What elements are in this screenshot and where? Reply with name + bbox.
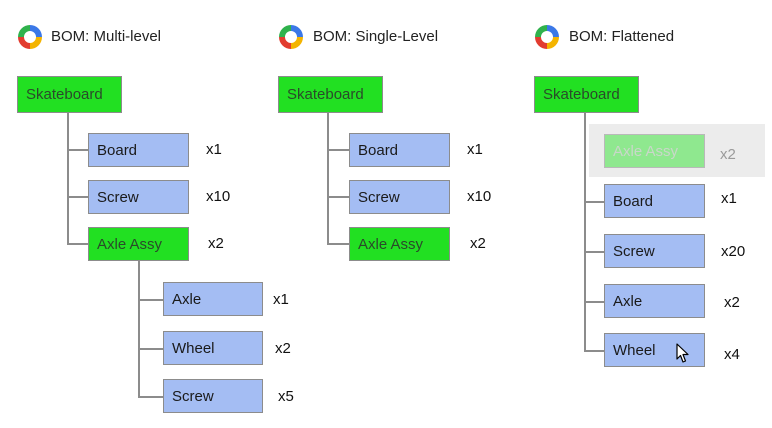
qty-board: x1 [467, 141, 483, 158]
tree-connector [138, 299, 164, 301]
qty-screw-sub: x5 [278, 388, 294, 405]
bom-logo-icon [535, 25, 559, 49]
tree-connector [327, 149, 350, 151]
qty-axle-assy: x2 [208, 235, 224, 252]
tree-connector [327, 112, 329, 244]
node-wheel[interactable]: Wheel [163, 331, 263, 365]
node-axle-assy[interactable]: Axle Assy [88, 227, 189, 261]
bom-logo-icon [18, 25, 42, 49]
qty-axle: x1 [273, 291, 289, 308]
qty-axle: x2 [724, 294, 740, 311]
tree-connector [584, 201, 605, 203]
qty-board: x1 [721, 190, 737, 207]
node-axle[interactable]: Axle [604, 284, 705, 318]
node-skateboard-root[interactable]: Skateboard [534, 76, 639, 113]
tree-connector [584, 301, 605, 303]
qty-axle-assy: x2 [470, 235, 486, 252]
node-axle-assy[interactable]: Axle Assy [349, 227, 450, 261]
qty-screw: x10 [206, 188, 231, 205]
panel-title-flattened: BOM: Flattened [569, 28, 675, 45]
node-screw[interactable]: Screw [604, 234, 705, 268]
qty-screw: x10 [467, 188, 492, 205]
tree-connector [327, 243, 350, 245]
node-skateboard-root[interactable]: Skateboard [278, 76, 383, 113]
node-screw[interactable]: Screw [88, 180, 189, 214]
qty-wheel: x2 [275, 340, 291, 357]
node-wheel[interactable]: Wheel [604, 333, 705, 367]
mouse-cursor-icon [676, 343, 689, 363]
node-axle[interactable]: Axle [163, 282, 263, 316]
node-board[interactable]: Board [604, 184, 705, 218]
node-screw-sub[interactable]: Screw [163, 379, 263, 413]
tree-connector [584, 350, 605, 352]
tree-connector [138, 396, 164, 398]
tree-connector [584, 112, 586, 352]
tree-connector [67, 112, 69, 244]
tree-connector [327, 196, 350, 198]
node-board[interactable]: Board [349, 133, 450, 167]
node-screw[interactable]: Screw [349, 180, 450, 214]
node-skateboard-root[interactable]: Skateboard [17, 76, 122, 113]
panel-title-multi-level: BOM: Multi-level [51, 28, 162, 45]
qty-board: x1 [206, 141, 222, 158]
tree-connector [67, 243, 89, 245]
qty-screw: x20 [721, 243, 746, 260]
panel-title-single-level: BOM: Single-Level [313, 28, 439, 45]
bom-logo-icon [279, 25, 303, 49]
qty-axle-assy-removed: x2 [720, 146, 736, 163]
tree-connector [138, 261, 140, 397]
tree-connector [67, 149, 89, 151]
tree-connector [138, 348, 164, 350]
node-board[interactable]: Board [88, 133, 189, 167]
node-axle-assy-removed[interactable]: Axle Assy [604, 134, 705, 168]
qty-wheel: x4 [724, 346, 740, 363]
tree-connector [584, 251, 605, 253]
tree-connector [67, 196, 89, 198]
